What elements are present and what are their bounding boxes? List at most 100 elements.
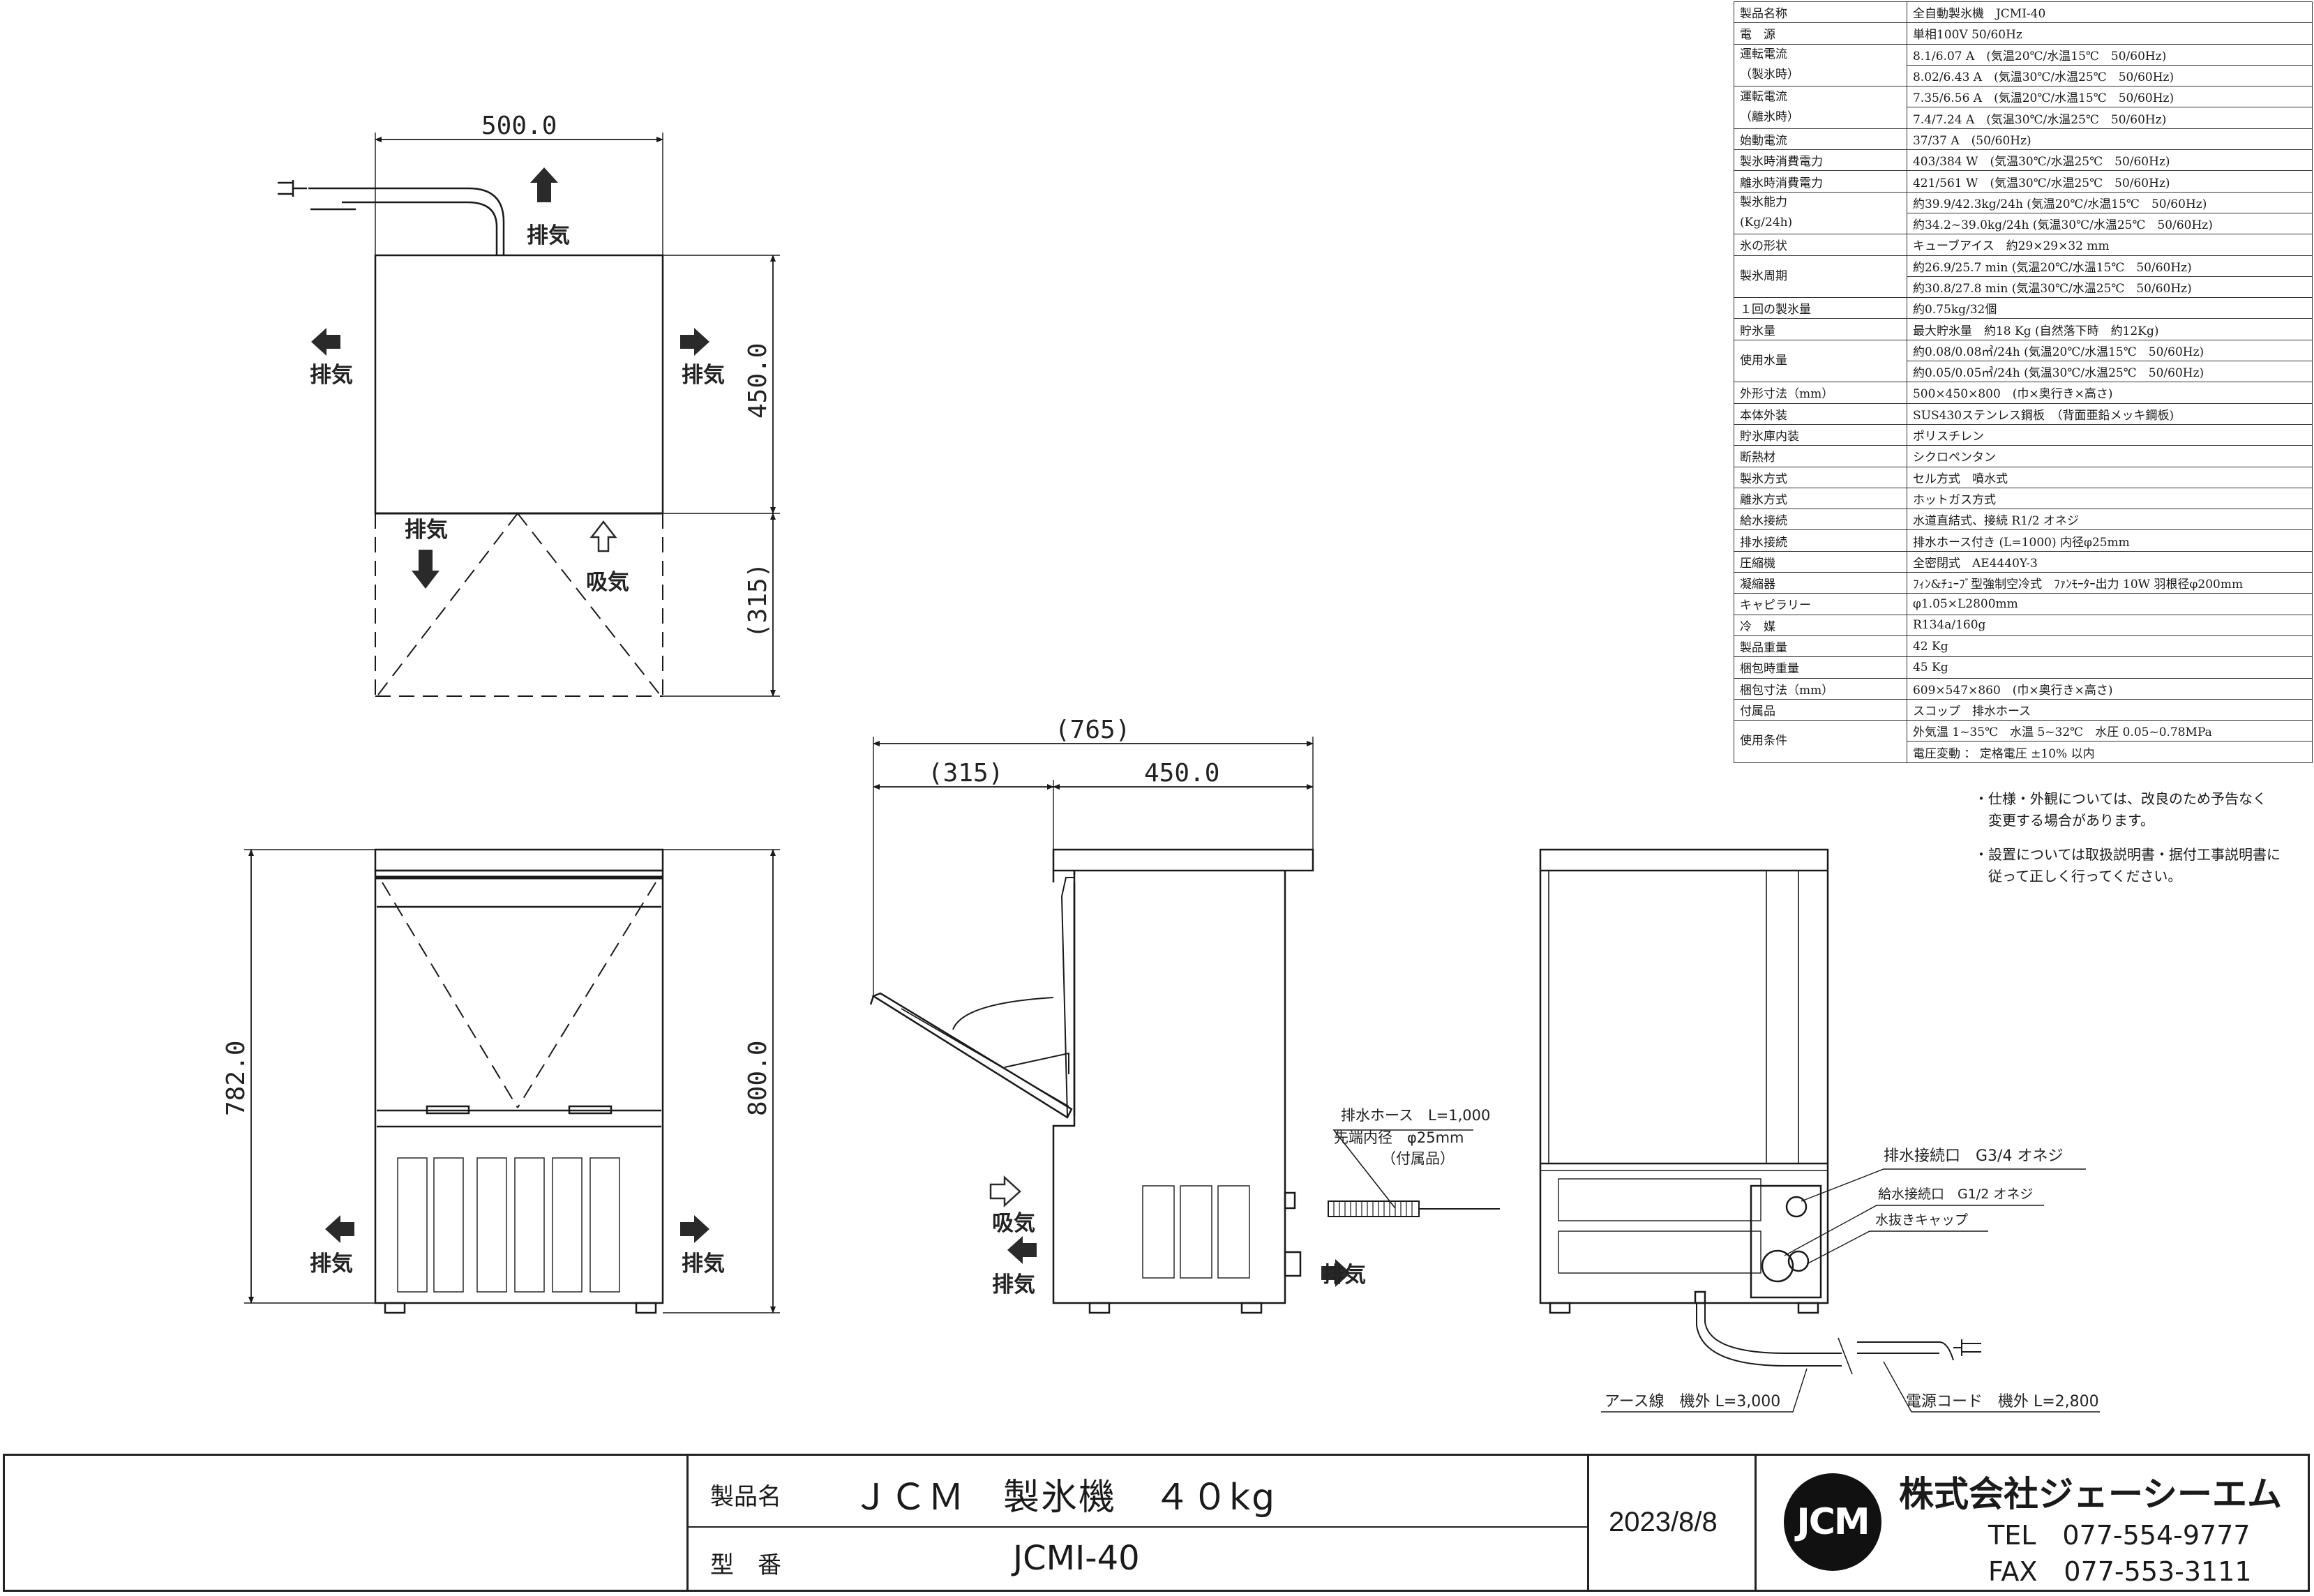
spec-value: 約30.8/27.8 min (気温30℃/水温25℃ 50/60Hz) [1906,276,2313,299]
spec-value: 最大貯氷量 約18 Kg (自然落下時 約12Kg) [1906,318,2313,340]
spec-key: 使用条件 [1734,720,1907,763]
spec-row: 約30.8/27.8 min (気温30℃/水温25℃ 50/60Hz) [1734,276,2313,299]
spec-value: φ1.05×L2800mm [1906,593,2313,615]
spec-value: 電圧変動 ： 定格電圧 ±10% 以内 [1906,741,2313,763]
spec-key: 運転電流 （製氷時） [1734,43,1907,87]
spec-row: １回の製氷量約0.75kg/32個 [1734,297,2313,319]
label-exhaust-bottom: 排気 [405,518,448,543]
top-view-body [374,254,664,515]
product-name-label: 製品名 [710,1483,781,1511]
spec-key: 製氷能力 (Kg/24h) [1734,191,1907,235]
note-power-cord: 電源コード 機外 L=2,800 [1906,1393,2099,1410]
front-louvers [397,1157,620,1293]
spec-key: 冷 媒 [1734,614,1907,636]
note-drain-hose-2: 先端内径 φ25mm [1334,1129,1464,1146]
spec-value: 8.02/6.43 A (気温30℃/水温25℃ 50/60Hz) [1906,64,2313,87]
spec-value: キューブアイス 約29×29×32 mm [1906,234,2313,256]
label-exhaust-right: 排気 [682,363,725,388]
company-logo: JCM [1784,1473,1881,1571]
drawing-date: 2023/8/8 [1609,1507,1718,1537]
spec-value: 8.1/6.07 A (気温20℃/水温15℃ 50/60Hz) [1906,43,2313,66]
spec-value: ﾌｨﾝ&ﾁｭｰﾌﾞ型強制空冷式 ﾌｧﾝﾓｰﾀｰ出力 10W 羽根径φ200mm [1906,572,2313,594]
arrow-right-icon [680,328,709,356]
spec-value: 約0.05/0.05㎥/24h (気温30℃/水温25℃ 50/60Hz) [1906,361,2313,383]
dim-height-total: 800.0 [744,1041,772,1116]
spec-row: 断熱材シクロペンタン [1734,445,2313,467]
arrow-up-icon [530,167,558,202]
spec-key: 梱包時重量 [1734,656,1907,679]
side-view [869,737,1500,1314]
spec-key: 氷の形状 [1734,234,1907,256]
dim-depth-top: 450.0 [744,343,772,419]
spec-key: 貯氷量 [1734,318,1907,340]
dim-door-side: (315) [928,759,1003,788]
spec-key: キャピラリー [1734,593,1907,615]
spec-value: 全密閉式 AE4440Y-3 [1906,550,2313,573]
spec-row: 7.4/7.24 A (気温30℃/水温25℃ 50/60Hz) [1734,107,2313,129]
spec-row: 貯氷庫内装ポリスチレン [1734,423,2313,446]
note-drain-port: 排水接続口 G3/4 オネジ [1884,1147,2063,1165]
company-fax: FAX 077-553-3111 [1988,1556,2252,1587]
spec-key: 凝縮器 [1734,572,1907,594]
spec-value: 7.35/6.56 A (気温20℃/水温15℃ 50/60Hz) [1906,86,2313,108]
spec-key: 製品重量 [1734,635,1907,658]
spec-value: シクロペンタン [1906,445,2313,467]
spec-row: 貯氷量最大貯氷量 約18 Kg (自然落下時 約12Kg) [1734,318,2313,340]
spec-row: 電圧変動 ： 定格電圧 ±10% 以内 [1734,741,2313,763]
spec-key: 製氷方式 [1734,466,1907,488]
spec-key: 使用水量 [1734,339,1907,383]
spec-key: 製氷周期 [1734,255,1907,299]
spec-row: 使用条件外気温 1~35℃ 水温 5~32℃ 水圧 0.05~0.78MPa [1734,720,2313,763]
spec-value: 単相100V 50/60Hz [1906,22,2313,45]
spec-row: 製氷能力 (Kg/24h)約39.9/42.3kg/24h (気温20℃/水温1… [1734,191,2313,235]
arrow-left-icon [311,328,340,356]
arrow-up-outline-icon [589,520,617,552]
spec-key: 製氷時消費電力 [1734,149,1907,172]
spec-row: 製氷周期約26.9/25.7 min (気温20℃/水温15℃ 50/60Hz) [1734,255,2313,299]
spec-row: 約34.2~39.0kg/24h (気温30℃/水温25℃ 50/60Hz) [1734,212,2313,235]
arrow-right-icon [1321,1259,1351,1287]
rear-view [1539,848,2100,1413]
note-earth-wire: アース線 機外 L=3,000 [1605,1393,1780,1410]
arrow-left-icon [1007,1236,1037,1264]
arrow-left-icon [325,1215,354,1243]
note-drain-hose-1: 排水ホース L=1,000 [1341,1107,1490,1124]
note-item: ・仕様・外観については、改良のため予告なく 変更する場合があります。 [1974,790,2267,829]
spec-value: 609×547×860 (巾×奥行き×高さ) [1906,677,2313,700]
spec-value: 外気温 1~35℃ 水温 5~32℃ 水圧 0.05~0.78MPa [1906,720,2313,742]
company-name: 株式会社ジェーシーエム [1899,1474,2282,1514]
notes-block: ・仕様・外観については、改良のため予告なく 変更する場合があります。 ・設置につ… [1974,788,2309,900]
spec-row: 運転電流 （製氷時）8.1/6.07 A (気温20℃/水温15℃ 50/60H… [1734,43,2313,87]
dim-depth-side: 450.0 [1144,759,1219,788]
dim-total-depth: (765) [1055,716,1130,744]
spec-row: 圧縮機全密閉式 AE4440Y-3 [1734,550,2313,573]
spec-key: 運転電流 （離氷時） [1734,86,1907,129]
dim-width-top: 500.0 [481,112,557,140]
logo-text: JCM [1796,1501,1870,1543]
top-view [278,133,780,697]
spec-row: 外形寸法（mm）500×450×800 (巾×奥行き×高さ) [1734,382,2313,404]
front-view-airflow [325,1215,709,1243]
spec-key: 始動電流 [1734,128,1907,151]
spec-value: 全自動製氷機 JCMI-40 [1906,1,2313,24]
arrow-down-icon [412,550,439,589]
spec-row: 製氷方式セル方式 噴水式 [1734,466,2313,488]
arrow-right-outline-icon [989,1175,1021,1207]
note-drain-cap: 水抜きキャップ [1875,1212,1968,1228]
spec-value: 約39.9/42.3kg/24h (気温20℃/水温15℃ 50/60Hz) [1906,191,2313,213]
spec-row: 氷の形状キューブアイス 約29×29×32 mm [1734,234,2313,256]
spec-row: 梱包寸法（mm）609×547×860 (巾×奥行き×高さ) [1734,677,2313,700]
spec-value: 約34.2~39.0kg/24h (気温30℃/水温25℃ 50/60Hz) [1906,212,2313,235]
spec-row: 給水接続水道直結式、接続 R1/2 オネジ [1734,509,2313,531]
spec-row: 約0.05/0.05㎥/24h (気温30℃/水温25℃ 50/60Hz) [1734,361,2313,383]
company-tel: TEL 077-554-9777 [1988,1520,2251,1551]
